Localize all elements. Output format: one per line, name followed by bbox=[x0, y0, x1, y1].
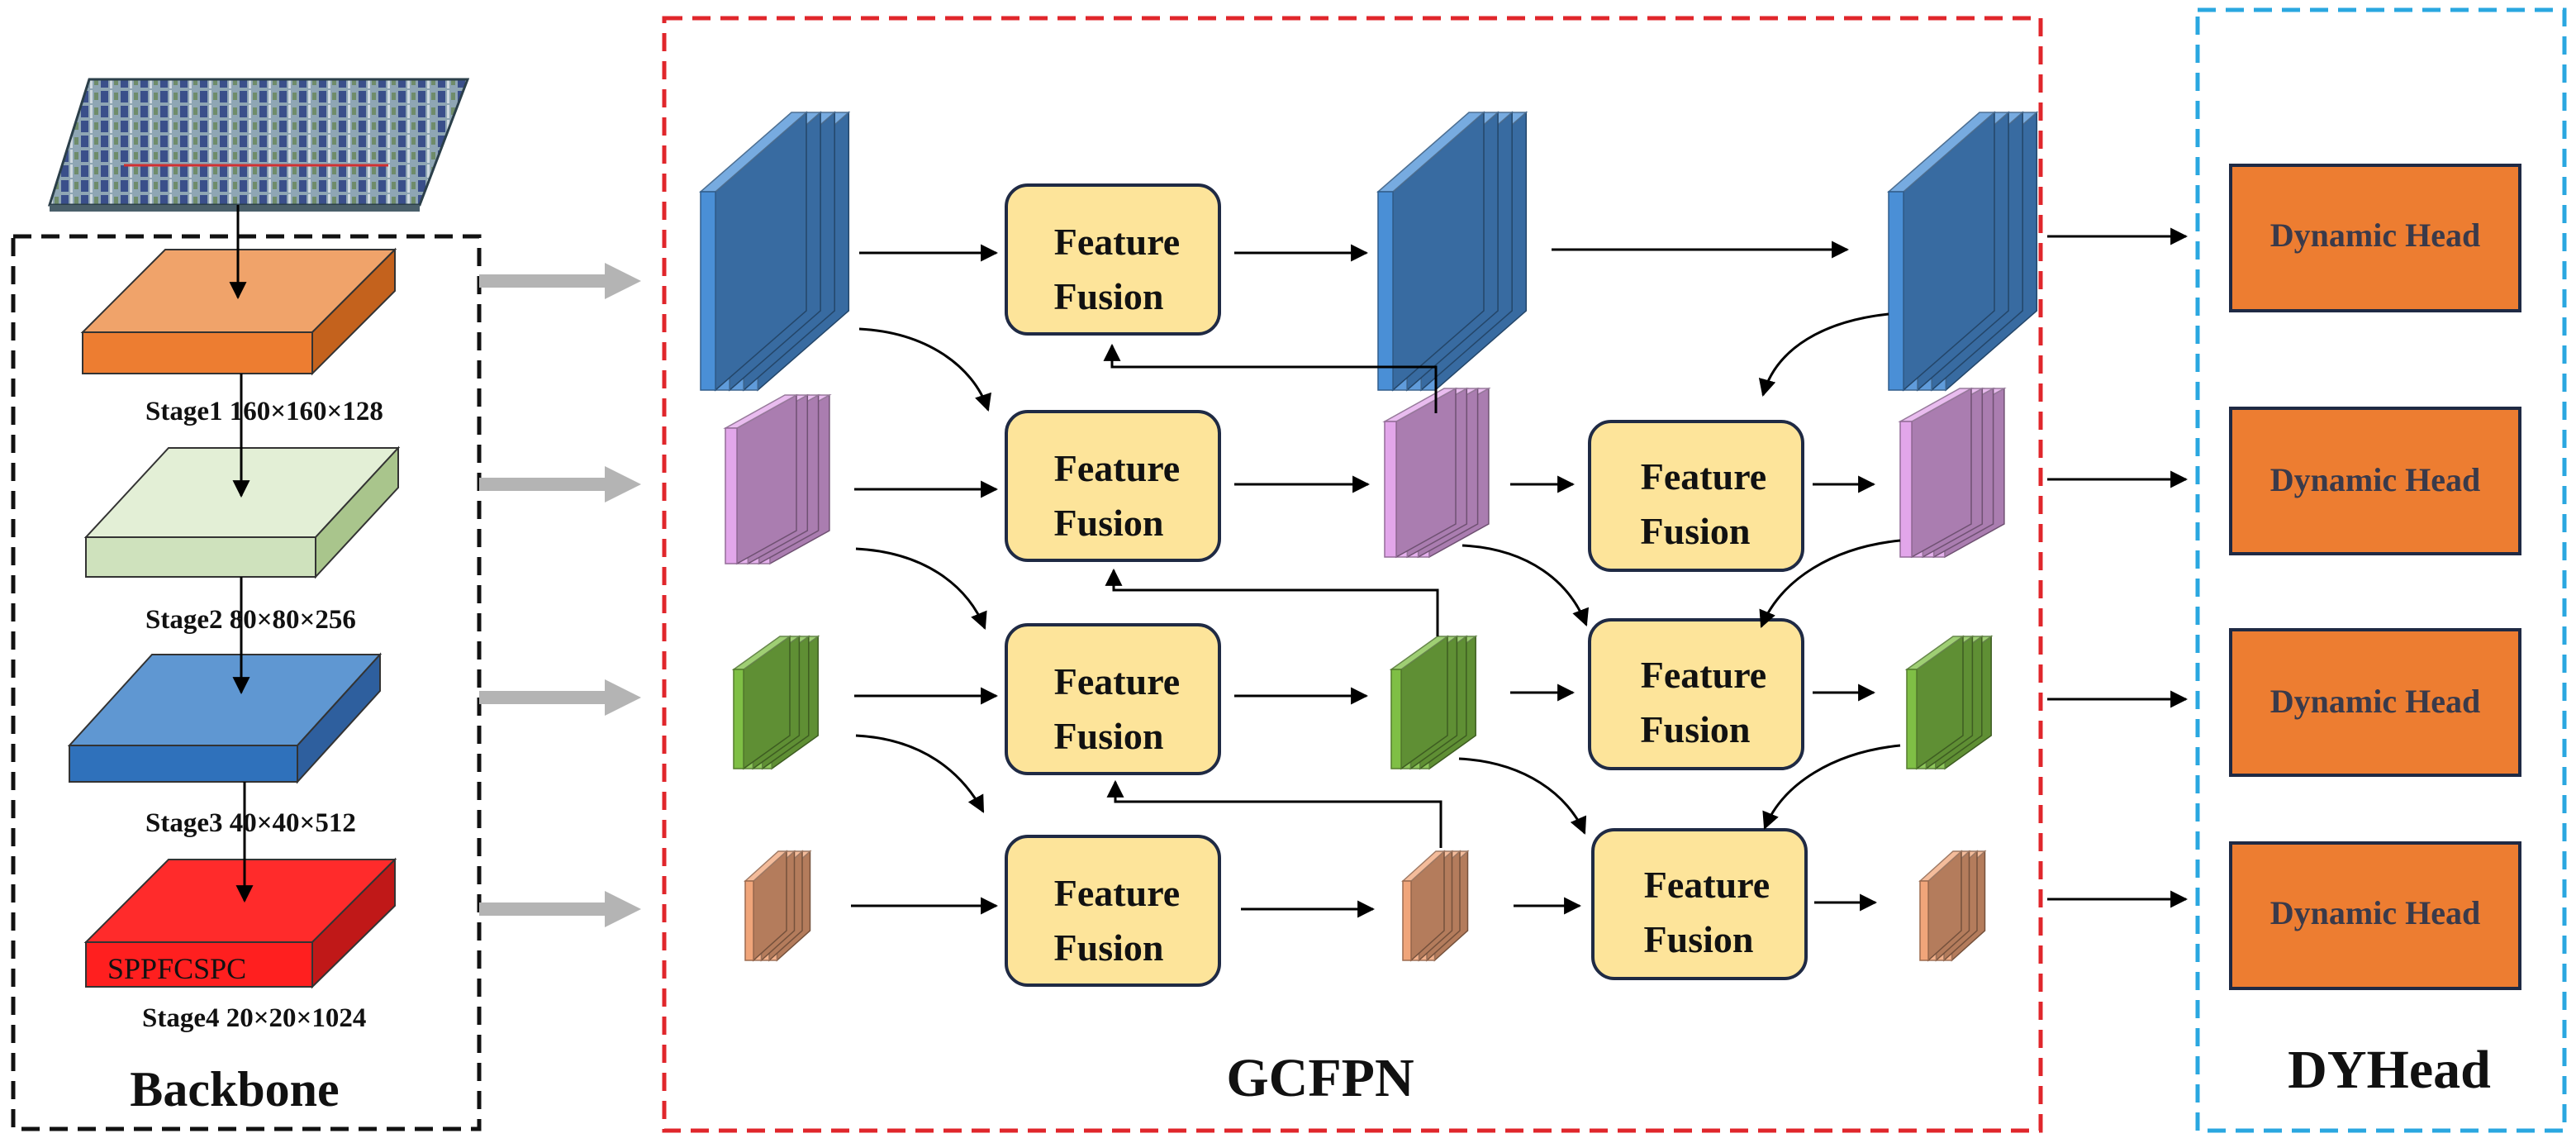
dynamic-head-4: Dynamic Head bbox=[2229, 841, 2521, 990]
fusion-block-c2-r4: Feature Fusion bbox=[1591, 828, 1808, 980]
feature-stack-l3-out bbox=[1904, 635, 1994, 770]
fusion-label-line1: Feature bbox=[1054, 660, 1180, 702]
backbone-title: Backbone bbox=[130, 1062, 339, 1117]
fusion-block-c1-r2: Feature Fusion bbox=[1005, 410, 1221, 562]
fusion-label-line1: Feature bbox=[1644, 864, 1770, 906]
dynamic-head-label: Dynamic Head bbox=[2270, 683, 2480, 720]
fusion-label-line1: Feature bbox=[1054, 872, 1180, 914]
fusion-label-line1: Feature bbox=[1641, 455, 1766, 498]
stage3-block bbox=[67, 652, 383, 784]
fusion-label-line1: Feature bbox=[1641, 654, 1766, 696]
dynamic-head-label: Dynamic Head bbox=[2270, 217, 2480, 254]
fusion-label-line2: Fusion bbox=[1054, 275, 1164, 317]
head-input-arrows bbox=[2047, 227, 2189, 908]
fusion-label-line2: Fusion bbox=[1644, 918, 1754, 960]
fusion-label-line2: Fusion bbox=[1641, 510, 1751, 552]
feature-stack-l3-mid bbox=[1389, 635, 1478, 770]
stage4-block bbox=[83, 857, 397, 989]
sppfcspc-label: SPPFCSPC bbox=[107, 952, 246, 985]
elbow-connectors bbox=[1103, 343, 1442, 848]
stage3-label: Stage3 40×40×512 bbox=[145, 808, 356, 838]
feature-stack-l2-in bbox=[723, 393, 832, 565]
feature-stack-l1-mid bbox=[1376, 111, 1528, 392]
fusion-block-c1-r4: Feature Fusion bbox=[1005, 835, 1221, 987]
backbone-flow-arrows bbox=[229, 205, 254, 903]
curved-connectors bbox=[855, 312, 1901, 835]
dyhead-title: DYHead bbox=[2288, 1040, 2491, 1100]
fusion-label-line2: Fusion bbox=[1054, 502, 1164, 544]
dynamic-head-3: Dynamic Head bbox=[2229, 628, 2521, 777]
feature-map-stacks bbox=[699, 111, 2039, 962]
fusion-block-c2-r3: Feature Fusion bbox=[1588, 618, 1804, 770]
feature-stack-l2-mid bbox=[1382, 387, 1491, 559]
fusion-label-line1: Feature bbox=[1054, 221, 1180, 263]
horizontal-connectors bbox=[851, 241, 1878, 918]
stage4-label: Stage4 20×20×1024 bbox=[142, 1003, 366, 1033]
dynamic-head-label: Dynamic Head bbox=[2270, 461, 2480, 498]
dynamic-head-label: Dynamic Head bbox=[2270, 894, 2480, 931]
transfer-arrows bbox=[479, 263, 641, 927]
fusion-label-line1: Feature bbox=[1054, 447, 1180, 489]
stage2-label: Stage2 80×80×256 bbox=[145, 605, 356, 635]
feature-stack-l4-in bbox=[744, 850, 812, 962]
fusion-label-line2: Fusion bbox=[1054, 926, 1164, 969]
feature-stack-l3-in bbox=[731, 635, 820, 770]
feature-stack-l2-out bbox=[1898, 387, 2007, 559]
fusion-block-c1-r1: Feature Fusion bbox=[1005, 183, 1221, 336]
feature-stack-l4-out bbox=[1918, 850, 1987, 962]
gcfpn-frame bbox=[662, 16, 2043, 1133]
stage1-label: Stage1 160×160×128 bbox=[145, 397, 383, 426]
fusion-block-c1-r3: Feature Fusion bbox=[1005, 623, 1221, 775]
dyhead-frame bbox=[2195, 7, 2567, 1133]
dynamic-head-1: Dynamic Head bbox=[2229, 164, 2521, 312]
feature-stack-l1-out bbox=[1887, 111, 2039, 392]
input-image bbox=[47, 78, 470, 212]
fusion-label-line2: Fusion bbox=[1641, 708, 1751, 750]
dynamic-head-2: Dynamic Head bbox=[2229, 407, 2521, 555]
feature-stack-l4-mid bbox=[1401, 850, 1470, 962]
gcfpn-title: GCFPN bbox=[1226, 1048, 1414, 1108]
feature-stack-l1-in bbox=[699, 111, 851, 392]
fusion-block-c2-r2: Feature Fusion bbox=[1588, 420, 1804, 572]
fusion-label-line2: Fusion bbox=[1054, 715, 1164, 757]
backbone-frame bbox=[11, 234, 482, 1131]
